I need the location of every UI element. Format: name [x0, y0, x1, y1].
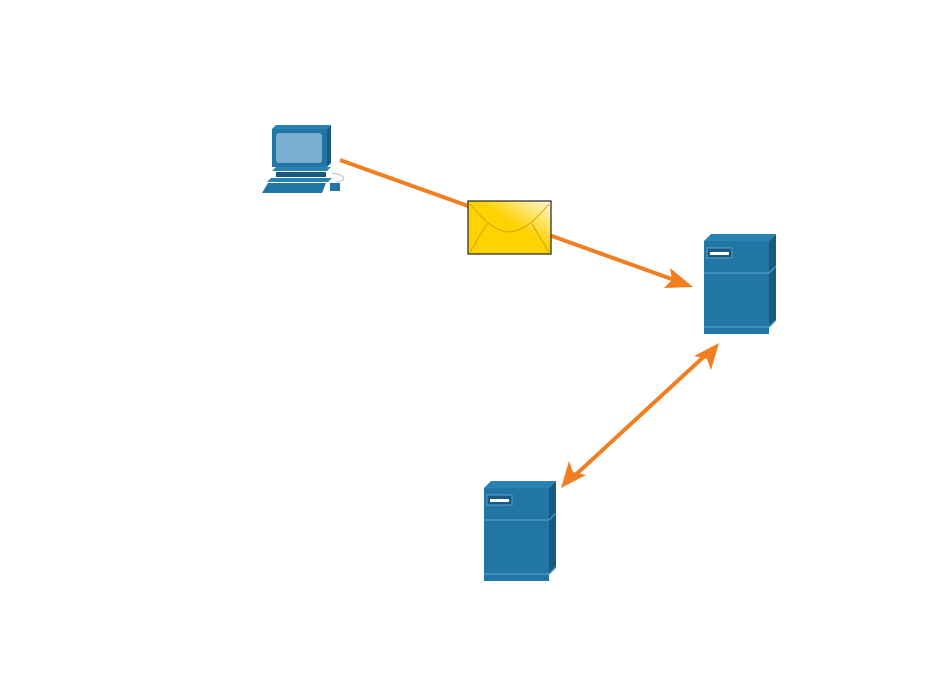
arrow-server-to-server	[561, 343, 719, 488]
arrowhead-icon	[664, 268, 693, 288]
email-envelope-icon	[467, 200, 552, 255]
server-icon[interactable]	[703, 233, 777, 335]
arrowhead-icon	[694, 343, 719, 370]
arrowhead-icon	[561, 461, 586, 488]
server-icon[interactable]	[483, 480, 557, 582]
desktop-computer-icon[interactable]	[262, 125, 345, 193]
